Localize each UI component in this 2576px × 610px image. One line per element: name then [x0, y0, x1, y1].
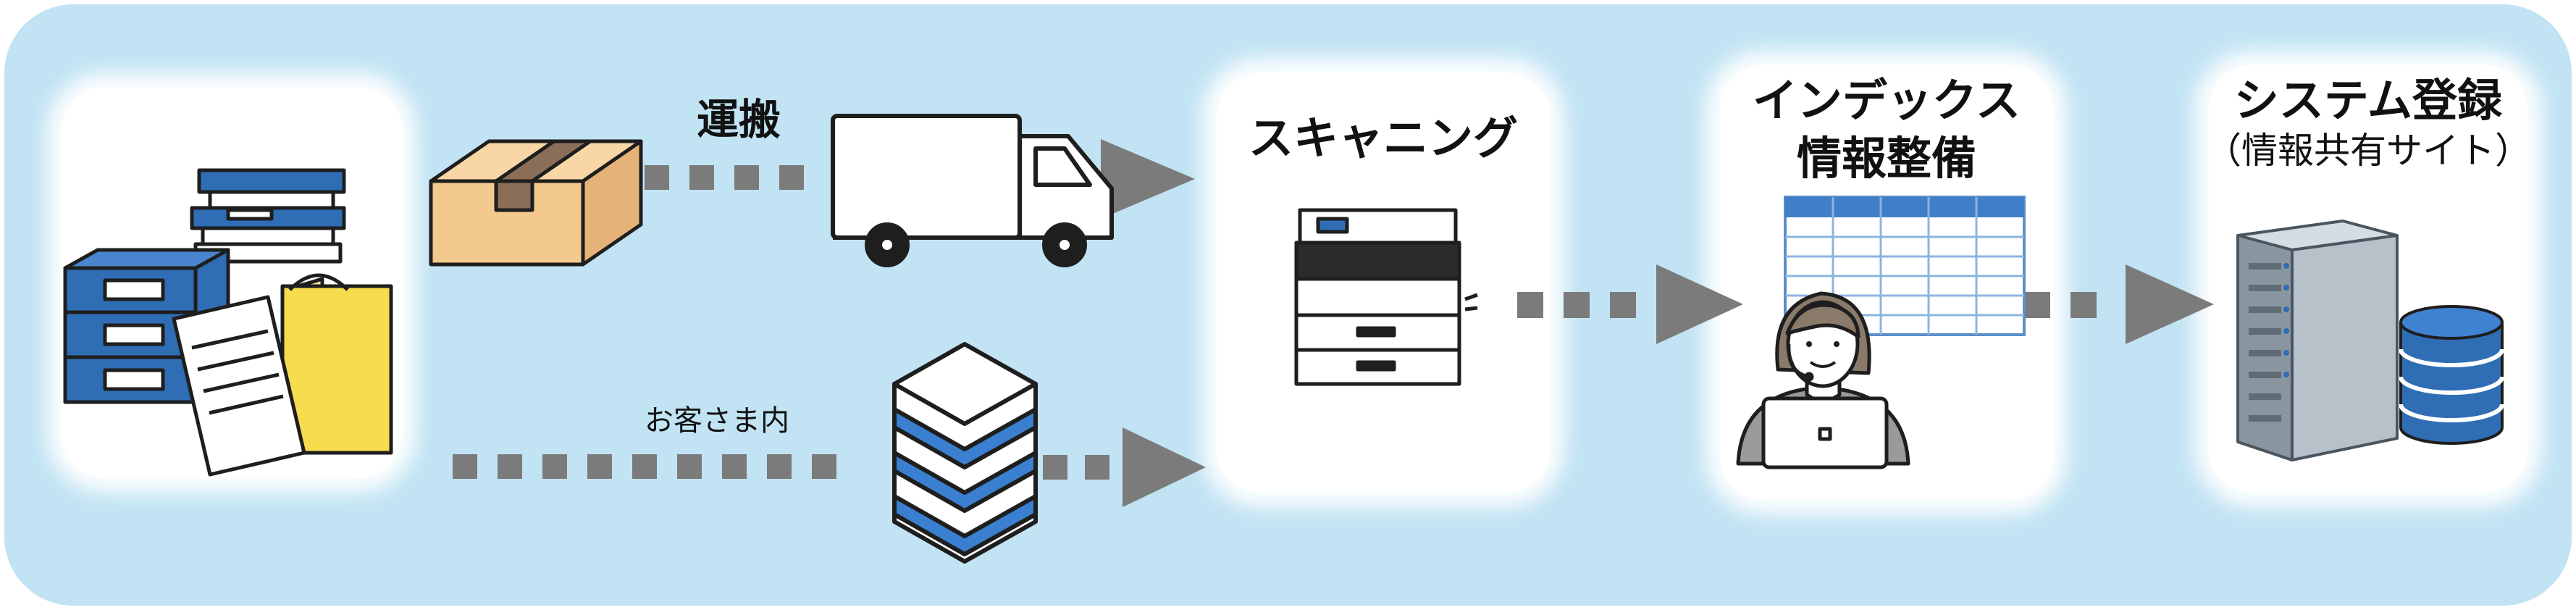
server-rack-icon [2236, 220, 2399, 461]
document-stack-icon [63, 168, 393, 477]
database-icon [2399, 305, 2504, 445]
arrow-indexing-to-registration [2024, 264, 2214, 344]
registration-label-line1: システム登録 [2233, 74, 2503, 127]
indexing-label-line2: 情報整備 [1796, 132, 1976, 185]
cardboard-box-icon [429, 139, 643, 267]
operator-with-laptop-icon [1736, 291, 1910, 469]
arrow-box-to-truck [645, 165, 804, 190]
delivery-truck-icon [831, 114, 1114, 267]
indexing-label-line1: インデックス [1752, 74, 2021, 127]
arrow-in-house-to-storage [453, 454, 836, 479]
registration-label-line2: （情報共有サイト） [2205, 130, 2531, 172]
arrow-truck-to-scanning [1101, 139, 1195, 219]
scanning-label: スキャニング [1248, 112, 1518, 164]
arrow-storage-to-scanning [1043, 427, 1206, 507]
multifunction-printer-icon [1294, 208, 1478, 386]
data-stack-icon [892, 342, 1038, 564]
arrow-scanning-to-indexing [1517, 264, 1743, 344]
transport-label: 運搬 [696, 95, 781, 144]
in-house-label: お客さま内 [645, 404, 789, 438]
